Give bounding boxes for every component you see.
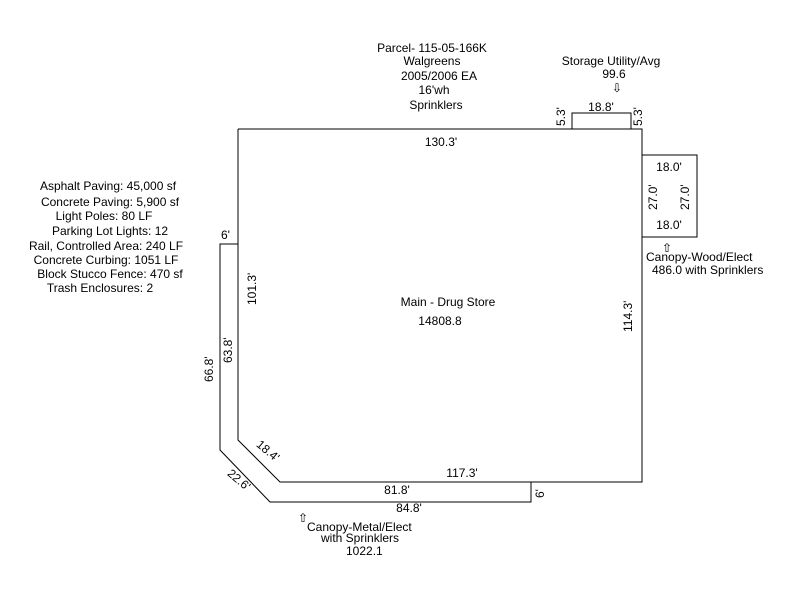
canopy-wood-right-dim: 27.0' (678, 184, 692, 210)
site-item: Trash Enclosures: 2 (46, 281, 154, 295)
canopy-metal-sub: with Sprinklers (321, 531, 400, 545)
site-item: Asphalt Paving: 45,000 sf (39, 179, 177, 193)
canopy-wood-top-dim: 18.0' (656, 160, 682, 174)
canopy-metal-outer-left-dim: 66.8' (202, 356, 216, 382)
canopy-wood-title: Canopy-Wood/Elect (646, 250, 753, 264)
sprinklers-label: Sprinklers (409, 98, 463, 112)
canopy-metal-top-dim: 6' (221, 228, 230, 242)
site-item: Concrete Paving: 5,900 sf (40, 195, 180, 209)
storage-width: 18.8' (588, 100, 614, 114)
storage-side-left: 5.3' (554, 107, 568, 126)
main-area: 14808.8 (418, 314, 462, 328)
canopy-metal-inner-bottom-dim: 81.8' (384, 483, 410, 497)
arrow-up-icon: ⇧ (298, 511, 309, 525)
storage-value: 99.6 (602, 67, 626, 81)
canopy-metal-end-dim: 6' (533, 489, 547, 498)
canopy-wood-box (641, 154, 698, 238)
site-item: Light Poles: 80 LF (55, 209, 153, 223)
site-item: Parking Lot Lights: 12 (51, 224, 169, 238)
main-label: Main - Drug Store (400, 295, 496, 309)
canopy-metal-title: Canopy-Metal/Elect (307, 520, 412, 534)
main-bottom-dim: 117.3' (446, 466, 478, 480)
canopy-metal-outline (219, 243, 532, 503)
canopy-metal-inner-left-dim: 63.8' (221, 337, 235, 363)
arrow-up-icon: ⇧ (662, 241, 673, 255)
year-built: 2005/2006 EA (400, 69, 478, 83)
site-item: Block Stucco Fence: 470 sf (37, 267, 183, 281)
canopy-wood-bottom-dim: 18.0' (656, 218, 682, 232)
canopy-metal-outer-bottom-dim: 84.8' (396, 501, 422, 515)
main-right-dim: 114.3' (621, 300, 635, 332)
site-item: Concrete Curbing: 1051 LF (33, 253, 179, 267)
main-top-dim: 130.3' (424, 135, 458, 149)
main-left-dim: 101.3' (245, 272, 259, 305)
arrow-down-icon: ⇩ (612, 81, 623, 95)
storage-box (571, 112, 632, 130)
parcel-id: Parcel- 115-05-166K (377, 41, 487, 55)
storage-title: Storage Utility/Avg (561, 54, 661, 68)
owner-name: Walgreens (403, 54, 461, 68)
canopy-wood-left-dim: 27.0' (646, 184, 660, 210)
site-item: Rail, Controlled Area: 240 LF (28, 239, 184, 253)
canopy-wood-value: 486.0 with Sprinklers (652, 263, 764, 277)
canopy-metal-value: 1022.1 (346, 544, 383, 558)
storage-side-right: 5.3' (631, 107, 645, 126)
wall-height: 16'wh (418, 83, 450, 97)
